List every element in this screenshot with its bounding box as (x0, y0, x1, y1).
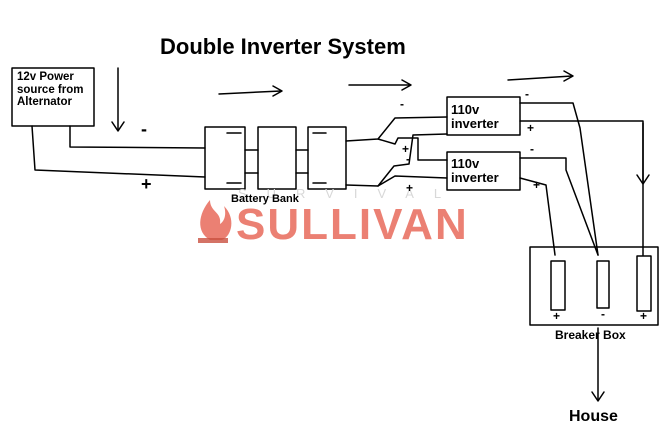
positive-wire (519, 120, 644, 256)
inverter-1-box (446, 96, 521, 136)
house-label: House (569, 408, 618, 425)
inverter-1-output-negative: - (525, 87, 529, 101)
positive-wire (519, 177, 556, 256)
positive-wire (377, 133, 448, 187)
inverter-1-input-positive: + (402, 142, 410, 156)
source-negative-sign: - (141, 119, 147, 139)
watermark-survival: SURVIVAL (238, 186, 462, 201)
breaker-terminal-sign: - (601, 307, 605, 321)
flow-arrow (348, 79, 412, 91)
source-positive-sign: + (141, 174, 152, 194)
breaker-terminal-sign: + (553, 309, 561, 323)
flow-arrow (507, 70, 574, 82)
battery-bank-label: Battery Bank (231, 193, 299, 205)
inverter-2-input-positive: + (406, 181, 414, 195)
flow-arrow (111, 67, 125, 132)
inverter-1-label: 110v inverter (451, 102, 499, 131)
inverter-2-output-negative: - (530, 142, 534, 156)
breaker-box (529, 246, 659, 326)
watermark-sullivan: SULLIVAN (236, 200, 469, 249)
breaker-terminal (596, 260, 610, 309)
inverter-2-output-positive: + (533, 178, 541, 192)
negative-wire (519, 157, 599, 256)
positive-wire (345, 175, 448, 187)
inverter-1-output-positive: + (527, 121, 535, 135)
flow-arrow (591, 327, 605, 402)
negative-wire (519, 102, 599, 256)
inverter-1-input-negative: - (400, 97, 404, 111)
power-source-box (11, 67, 95, 127)
battery-bank (204, 126, 347, 190)
inverter-2-input-negative: - (406, 152, 410, 166)
power-source-label: 12v Power source from Alternator (17, 71, 84, 108)
breaker-terminal (636, 255, 652, 312)
flow-arrow (218, 85, 283, 97)
negative-wire (69, 125, 206, 149)
breaker-terminal-sign: + (640, 309, 648, 323)
inverter-2-box (446, 151, 521, 191)
breaker-terminal (550, 260, 566, 311)
negative-wire (377, 137, 448, 161)
positive-wire (31, 125, 206, 178)
diagram-title: Double Inverter System (160, 34, 406, 59)
breaker-box-label: Breaker Box (555, 328, 626, 342)
inverter-2-label: 110v inverter (451, 156, 499, 185)
flame-icon (198, 200, 232, 243)
negative-wire (345, 116, 448, 142)
